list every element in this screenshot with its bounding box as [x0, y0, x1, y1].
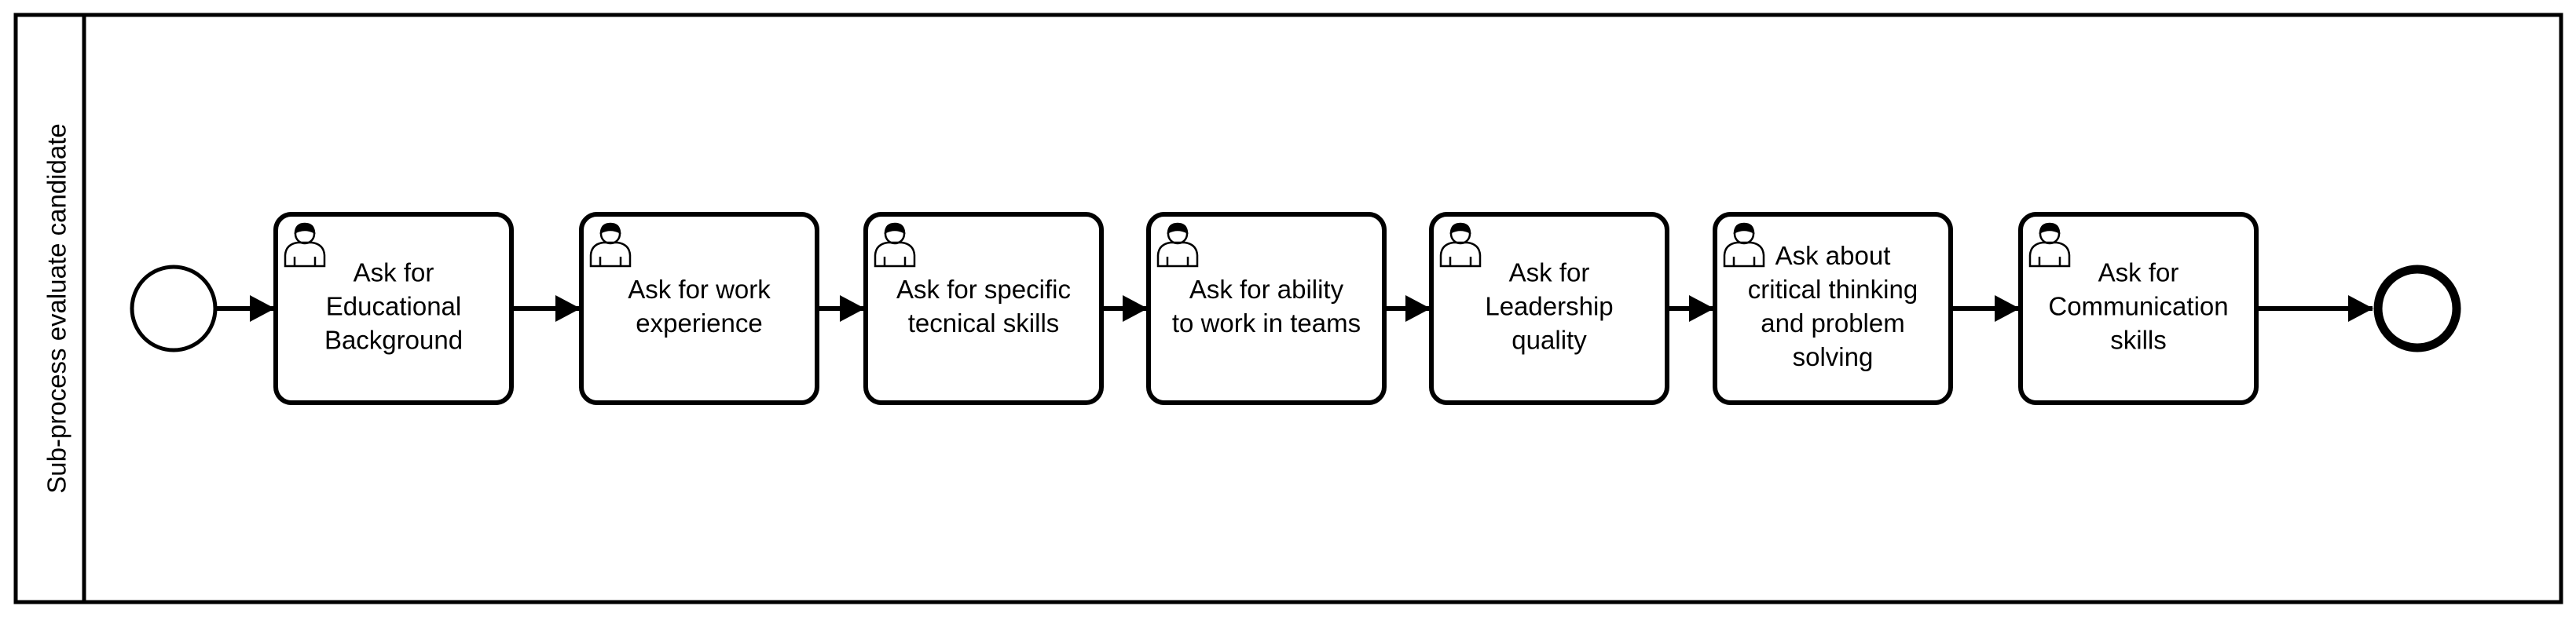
user-icon	[284, 222, 326, 268]
task-technical-skills[interactable]: Ask for specific tecnical skills	[863, 212, 1104, 405]
task-label-line: quality	[1512, 326, 1587, 355]
user-icon	[2028, 222, 2071, 268]
task-label: Ask for ability to work in teams	[1172, 275, 1361, 338]
task-box[interactable]	[1713, 212, 1953, 405]
task-label-line: critical thinking	[1748, 275, 1918, 304]
task-label-line: to work in teams	[1172, 308, 1361, 338]
user-icon	[1156, 222, 1199, 268]
task-box[interactable]	[863, 212, 1104, 405]
task-teamwork[interactable]: Ask for ability to work in teams	[1146, 212, 1387, 405]
task-label-line: Ask for ability	[1189, 275, 1344, 304]
task-box[interactable]	[2018, 212, 2259, 405]
task-label-line: Ask for specific	[896, 275, 1071, 304]
user-icon	[589, 222, 632, 268]
task-label-line: Ask about	[1775, 241, 1891, 270]
task-label-line: solving	[1793, 342, 1874, 371]
task-label: Ask about critical thinking and problem sol…	[1748, 241, 1918, 371]
task-label: Ask for work experience	[628, 275, 771, 338]
task-box[interactable]	[579, 212, 819, 405]
task-box[interactable]	[1429, 212, 1669, 405]
task-label-line: skills	[2110, 326, 2167, 355]
task-label-line: Background	[324, 326, 463, 355]
task-critical-thinking[interactable]: Ask about critical thinking and problem sol…	[1713, 212, 1953, 405]
task-label-line: experience	[636, 308, 762, 338]
task-label-line: Communication	[2048, 292, 2228, 321]
task-box[interactable]	[1146, 212, 1387, 405]
start-event[interactable]	[130, 265, 218, 352]
task-label-line: tecnical skills	[908, 308, 1060, 338]
task-label-line: and problem	[1761, 308, 1904, 338]
end-event[interactable]	[2373, 265, 2461, 352]
task-label-line: Leadership	[1485, 292, 1613, 321]
task-label-line: Ask for work	[628, 275, 771, 304]
task-box[interactable]	[273, 212, 514, 405]
task-label-line: Ask for	[2098, 258, 2179, 287]
user-icon	[874, 222, 916, 268]
task-label-line: Educational	[326, 292, 461, 321]
pool-label: Sub-process evaluate candidate	[42, 123, 71, 493]
task-label-line: Ask for	[1509, 258, 1590, 287]
task-label: Ask for specific tecnical skills	[896, 275, 1071, 338]
task-work-experience[interactable]: Ask for work experience	[579, 212, 819, 405]
user-icon	[1439, 222, 1482, 268]
user-icon	[1723, 222, 1765, 268]
task-label-line: Ask for	[354, 258, 434, 287]
